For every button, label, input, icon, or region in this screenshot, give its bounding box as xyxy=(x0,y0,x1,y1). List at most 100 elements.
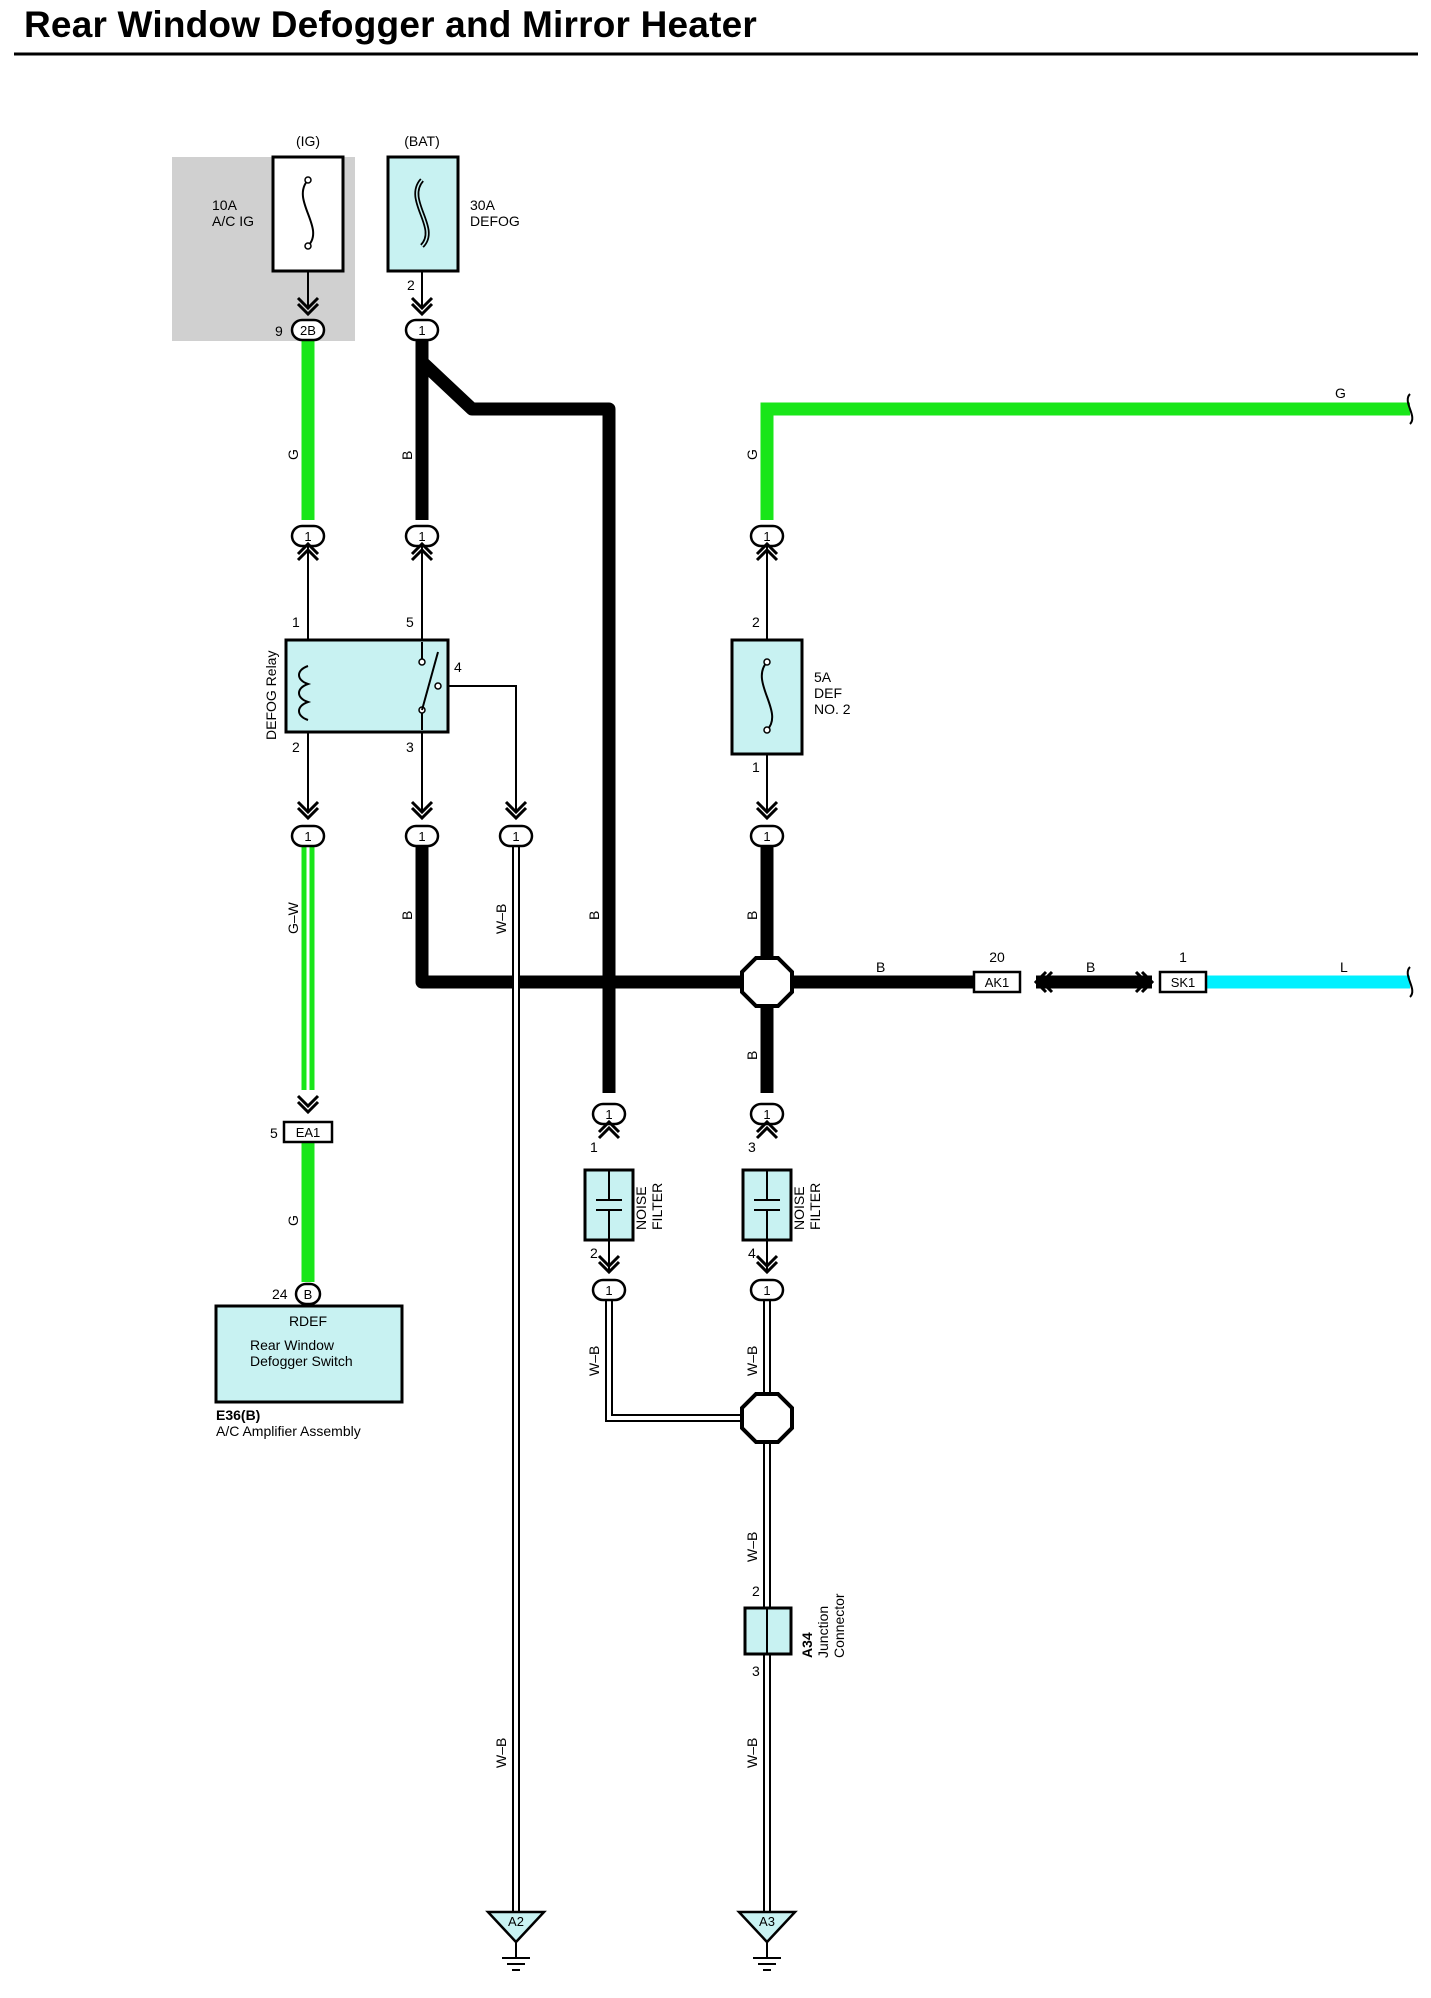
fuse-def2-rating: 5A xyxy=(814,669,832,685)
pin-nf1-out: 1 xyxy=(605,1283,612,1298)
connector-e36-code: B xyxy=(304,1287,313,1302)
wire-label-l: L xyxy=(1340,959,1348,975)
amplifier-terminal: RDEF xyxy=(289,1313,327,1329)
connector-def2-out xyxy=(749,824,785,848)
connector-ak1 xyxy=(972,970,1022,994)
connector-sk1-pin: 1 xyxy=(1179,949,1187,965)
fuse-def2-element-icon xyxy=(760,661,774,731)
wire-label-b-6: B xyxy=(876,959,885,975)
pin-nf1-in: 1 xyxy=(605,1107,612,1122)
wire-label-b-1: B xyxy=(399,451,415,460)
wire-label-b-7: B xyxy=(1086,959,1095,975)
pin-def2-in: 1 xyxy=(763,529,770,544)
connector-ak1-code: AK1 xyxy=(985,975,1010,990)
fuse-ig-dot-top xyxy=(304,176,312,184)
wire-b-bat-branch xyxy=(417,357,616,1093)
wire-g-top xyxy=(760,402,1410,520)
wire-label-gw: G–W xyxy=(285,901,301,934)
wire-label-wb-1: W–B xyxy=(493,904,509,934)
wire-label-g-top: G xyxy=(1335,385,1346,401)
relay-coil-icon xyxy=(298,665,312,721)
fuse-def2-pin-bottom: 1 xyxy=(752,759,760,775)
nf1-label-1: NOISE xyxy=(633,1186,649,1230)
fuse-bat-pin: 2 xyxy=(407,277,415,293)
amplifier-code: E36(B) xyxy=(216,1407,260,1423)
nf2-pin-bottom: 4 xyxy=(748,1245,756,1261)
pin-relay-5-in: 1 xyxy=(418,529,425,544)
wire-wb-filter1-stripe xyxy=(607,1300,767,1420)
fuse-bat-element-inner xyxy=(416,179,428,247)
relay-pin3: 3 xyxy=(406,739,414,755)
fuse-bat-name: DEFOG xyxy=(470,213,520,229)
wire-label-wb-2: W–B xyxy=(586,1346,602,1376)
fuse-bat-rating: 30A xyxy=(470,197,496,213)
connector-relay-pin3-out xyxy=(404,824,440,848)
nf1-pin-bottom: 2 xyxy=(590,1245,598,1261)
a34-code: A34 xyxy=(799,1632,815,1658)
fuse-def2-dot-bottom xyxy=(763,726,771,734)
amplifier-line1: Rear Window xyxy=(250,1337,335,1353)
defog-relay xyxy=(284,638,450,734)
connector-2b-pin: 9 xyxy=(275,323,283,339)
fuse-def2-name-2: NO. 2 xyxy=(814,701,851,717)
splice-b-main xyxy=(740,956,794,1008)
pin-def2-out: 1 xyxy=(763,829,770,844)
relay-pin1: 1 xyxy=(292,614,300,630)
connector-relay-pin2-out xyxy=(290,824,326,848)
ground-a2-label: A2 xyxy=(508,1914,524,1929)
pin-nf2-in: 1 xyxy=(763,1107,770,1122)
page-title: Rear Window Defogger and Mirror Heater xyxy=(24,4,757,45)
arrow-marks xyxy=(296,296,1155,1275)
relay-switch-contact-icon xyxy=(421,651,439,711)
wire-label-wb-3: W–B xyxy=(744,1346,760,1376)
relay-switch-dot-top xyxy=(418,658,426,666)
nf2-pin-top: 3 xyxy=(748,1139,756,1155)
amplifier-name: A/C Amplifier Assembly xyxy=(216,1423,361,1439)
fuse-ig-rating: 10A xyxy=(212,197,238,213)
nf1-label-2: FILTER xyxy=(649,1183,665,1230)
fuse-def2-pin-top: 2 xyxy=(752,614,760,630)
relay-pin4: 4 xyxy=(454,659,462,675)
wire-label-wb-4: W–B xyxy=(744,1532,760,1562)
relay-pin5: 5 xyxy=(406,614,414,630)
connector-bat-pin xyxy=(404,318,440,342)
a34-label-2: Connector xyxy=(831,1593,847,1658)
fuse-ig-element-icon xyxy=(301,179,315,247)
connector-e36 xyxy=(294,1282,322,1306)
pin-relay-3-out: 1 xyxy=(418,829,425,844)
wire-break-g xyxy=(1406,393,1414,425)
wire-label-b-3: B xyxy=(586,911,602,920)
wire-label-wb-6: W–B xyxy=(493,1738,509,1768)
relay-switch-dot-4 xyxy=(434,682,442,690)
ac-amplifier-assembly xyxy=(214,1304,404,1404)
wire-break-l xyxy=(1406,966,1414,998)
wire-label-g-1: G xyxy=(285,449,301,460)
a34-label-1: Junction xyxy=(815,1606,831,1658)
wire-label-b-4: B xyxy=(744,911,760,920)
ground-a2 xyxy=(485,1910,547,1971)
wire-label-b-5: B xyxy=(744,1051,760,1060)
connector-sk1 xyxy=(1158,970,1208,994)
connector-relay-pin4-out xyxy=(498,824,534,848)
connector-ea1 xyxy=(282,1120,334,1144)
ground-a3 xyxy=(736,1910,798,1971)
connector-ak1-pin: 20 xyxy=(989,949,1005,965)
relay-name: DEFOG Relay xyxy=(263,651,279,740)
connector-nf2-out xyxy=(749,1278,785,1302)
fuse-ig-dot-bottom xyxy=(304,242,312,250)
pin-bat: 1 xyxy=(418,323,425,338)
fuse-def2-name-1: DEF xyxy=(814,685,842,701)
pin-relay-2-out: 1 xyxy=(304,829,311,844)
wire-label-g-2: G xyxy=(744,449,760,460)
a34-pin-bottom: 3 xyxy=(752,1663,760,1679)
connector-2b xyxy=(290,318,326,342)
ground-a3-label: A3 xyxy=(759,1914,775,1929)
fuse-def2-dot-top xyxy=(763,658,771,666)
relay-pin2: 2 xyxy=(292,739,300,755)
connector-nf1-out xyxy=(591,1278,627,1302)
wire-label-wb-5: W–B xyxy=(744,1738,760,1768)
connector-2b-code: 2B xyxy=(300,323,316,338)
wire-label-b-2: B xyxy=(399,911,415,920)
nf1-pin-top: 1 xyxy=(590,1139,598,1155)
